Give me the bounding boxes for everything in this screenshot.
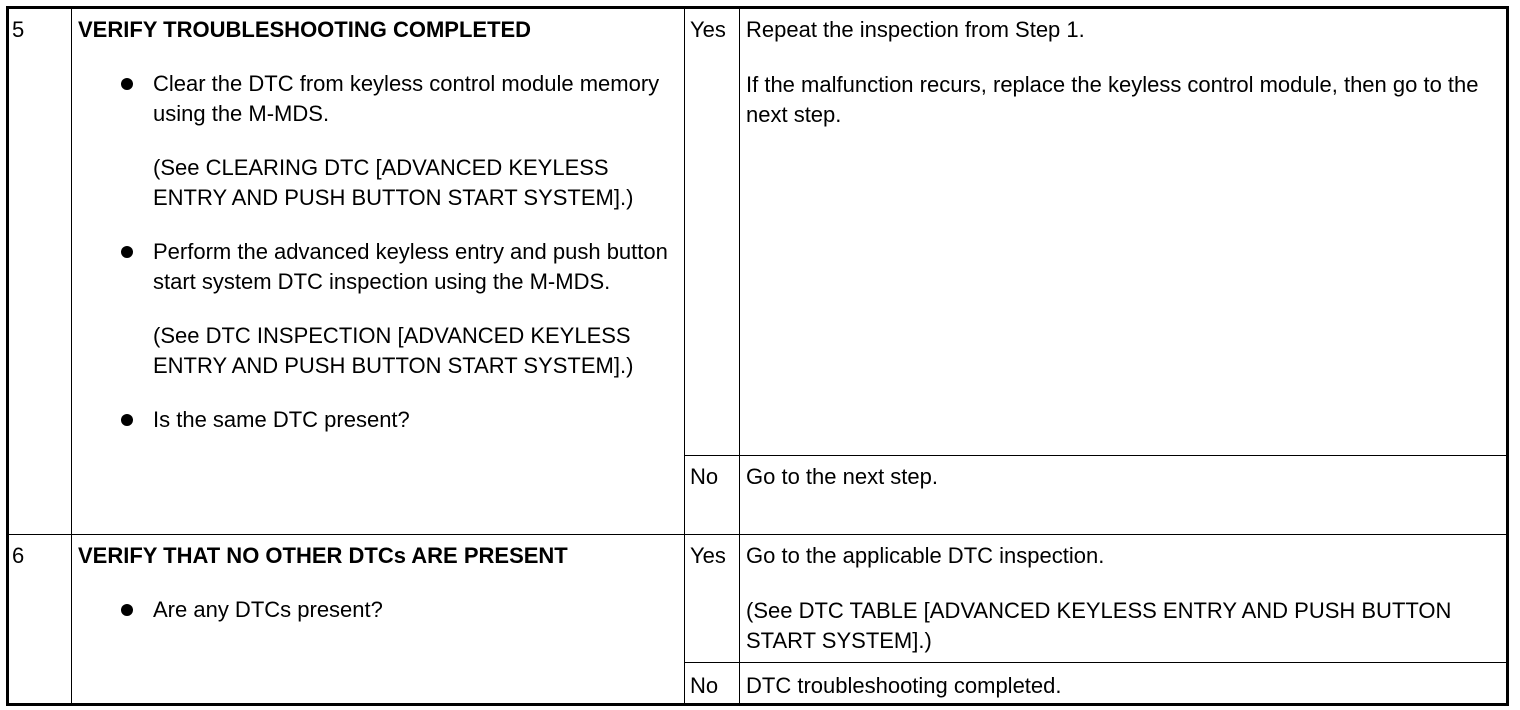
result-text: Repeat the inspection from Step 1. xyxy=(746,17,1085,42)
bullet-reference: (See DTC INSPECTION [ADVANCED KEYLESS EN… xyxy=(153,323,634,378)
result-text: (See DTC TABLE [ADVANCED KEYLESS ENTRY A… xyxy=(746,598,1452,653)
yes-result-cell: Go to the applicable DTC inspection. (Se… xyxy=(739,534,1508,663)
no-result-cell: DTC troubleshooting completed. xyxy=(739,662,1508,705)
list-item: Is the same DTC present? xyxy=(78,405,678,435)
no-label: No xyxy=(684,662,740,705)
step-title: VERIFY TROUBLESHOOTING COMPLETED xyxy=(78,17,532,42)
bullet-icon xyxy=(121,604,133,616)
bullet-text: Are any DTCs present? xyxy=(153,597,383,622)
bullet-icon xyxy=(121,414,133,426)
list-item: Are any DTCs present? xyxy=(78,595,678,625)
bullet-text: Perform the advanced keyless entry and p… xyxy=(153,239,668,294)
no-result-cell: Go to the next step. xyxy=(739,455,1508,535)
step-action-cell: VERIFY TROUBLESHOOTING COMPLETED Clear t… xyxy=(71,7,685,535)
yes-result-cell: Repeat the inspection from Step 1. If th… xyxy=(739,7,1508,456)
troubleshooting-table: 5 VERIFY TROUBLESHOOTING COMPLETED Clear… xyxy=(6,6,1509,706)
step-number: 5 xyxy=(7,7,72,535)
no-label: No xyxy=(684,455,740,535)
step-action-cell: VERIFY THAT NO OTHER DTCs ARE PRESENT Ar… xyxy=(71,534,685,705)
bullet-reference: (See CLEARING DTC [ADVANCED KEYLESS ENTR… xyxy=(153,155,634,210)
result-text: If the malfunction recurs, replace the k… xyxy=(746,72,1479,127)
step-5-no-row: No Go to the next step. xyxy=(8,455,1508,535)
bullet-text: Is the same DTC present? xyxy=(153,407,410,432)
bullet-icon xyxy=(121,78,133,90)
yes-label: Yes xyxy=(684,7,740,456)
result-text: Go to the applicable DTC inspection. xyxy=(746,543,1105,568)
step-title: VERIFY THAT NO OTHER DTCs ARE PRESENT xyxy=(78,543,568,568)
result-text: DTC troubleshooting completed. xyxy=(746,673,1062,698)
list-item: Clear the DTC from keyless control modul… xyxy=(78,69,678,213)
step-number: 6 xyxy=(7,534,72,705)
bullet-icon xyxy=(121,246,133,258)
yes-label: Yes xyxy=(684,534,740,663)
step-6-yes-row: 6 VERIFY THAT NO OTHER DTCs ARE PRESENT … xyxy=(7,534,1508,705)
step-5-yes-row: 5 VERIFY TROUBLESHOOTING COMPLETED Clear… xyxy=(7,7,1508,535)
bullet-text: Clear the DTC from keyless control modul… xyxy=(153,71,660,126)
step-6-no-row: No DTC troubleshooting completed. xyxy=(8,662,1508,705)
list-item: Perform the advanced keyless entry and p… xyxy=(78,237,678,381)
result-text: Go to the next step. xyxy=(746,464,939,489)
